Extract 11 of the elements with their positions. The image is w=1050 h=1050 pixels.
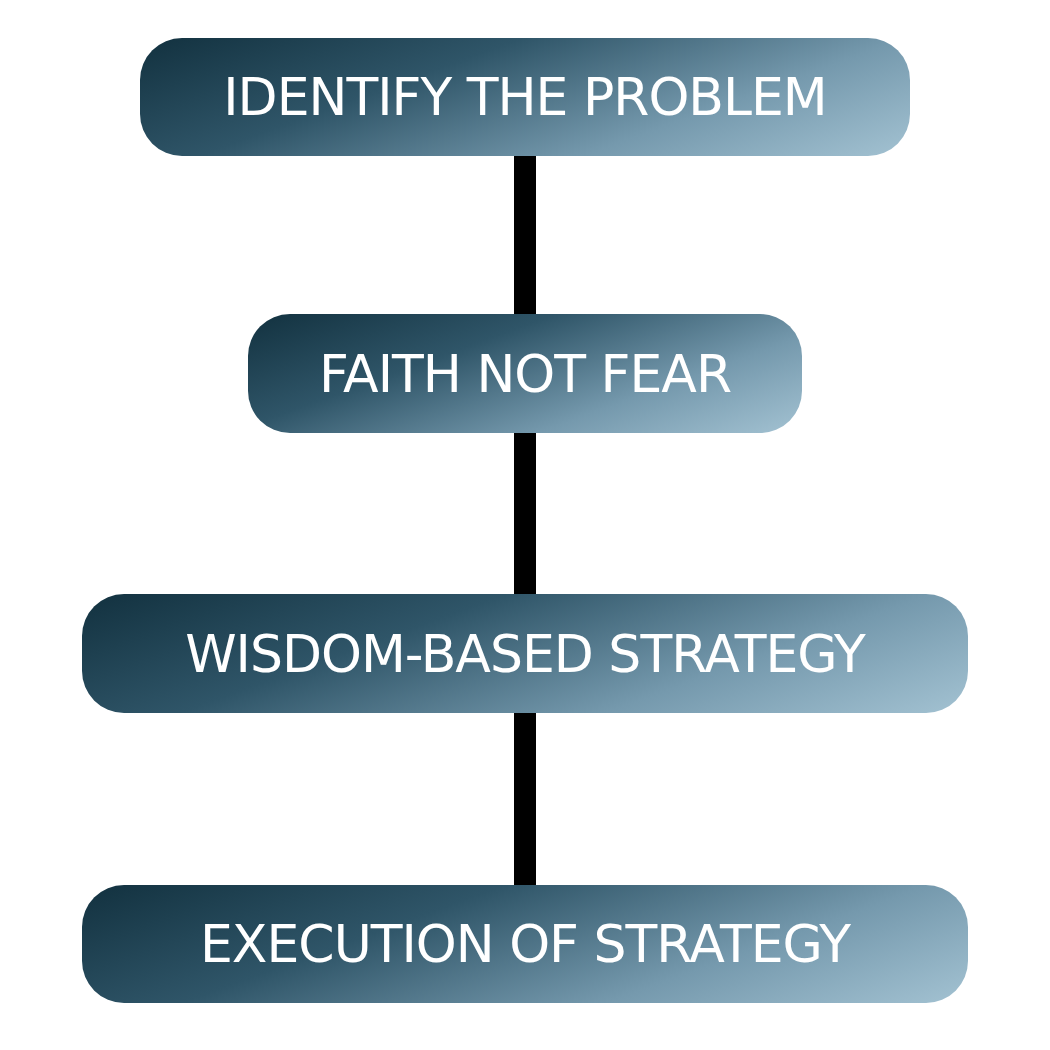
process-box <box>82 885 968 1003</box>
connector-line <box>514 433 536 594</box>
connector-line <box>514 156 536 314</box>
process-box <box>140 38 910 156</box>
step-label: EXECUTION OF STRATEGY <box>200 914 850 974</box>
step-label: WISDOM-BASED STRATEGY <box>185 623 865 684</box>
process-box <box>248 314 802 433</box>
process-box <box>82 594 968 713</box>
connector-line <box>514 713 536 885</box>
step-label: FAITH NOT FEAR <box>319 343 731 404</box>
step-label: IDENTIFY THE PROBLEM <box>223 67 827 127</box>
